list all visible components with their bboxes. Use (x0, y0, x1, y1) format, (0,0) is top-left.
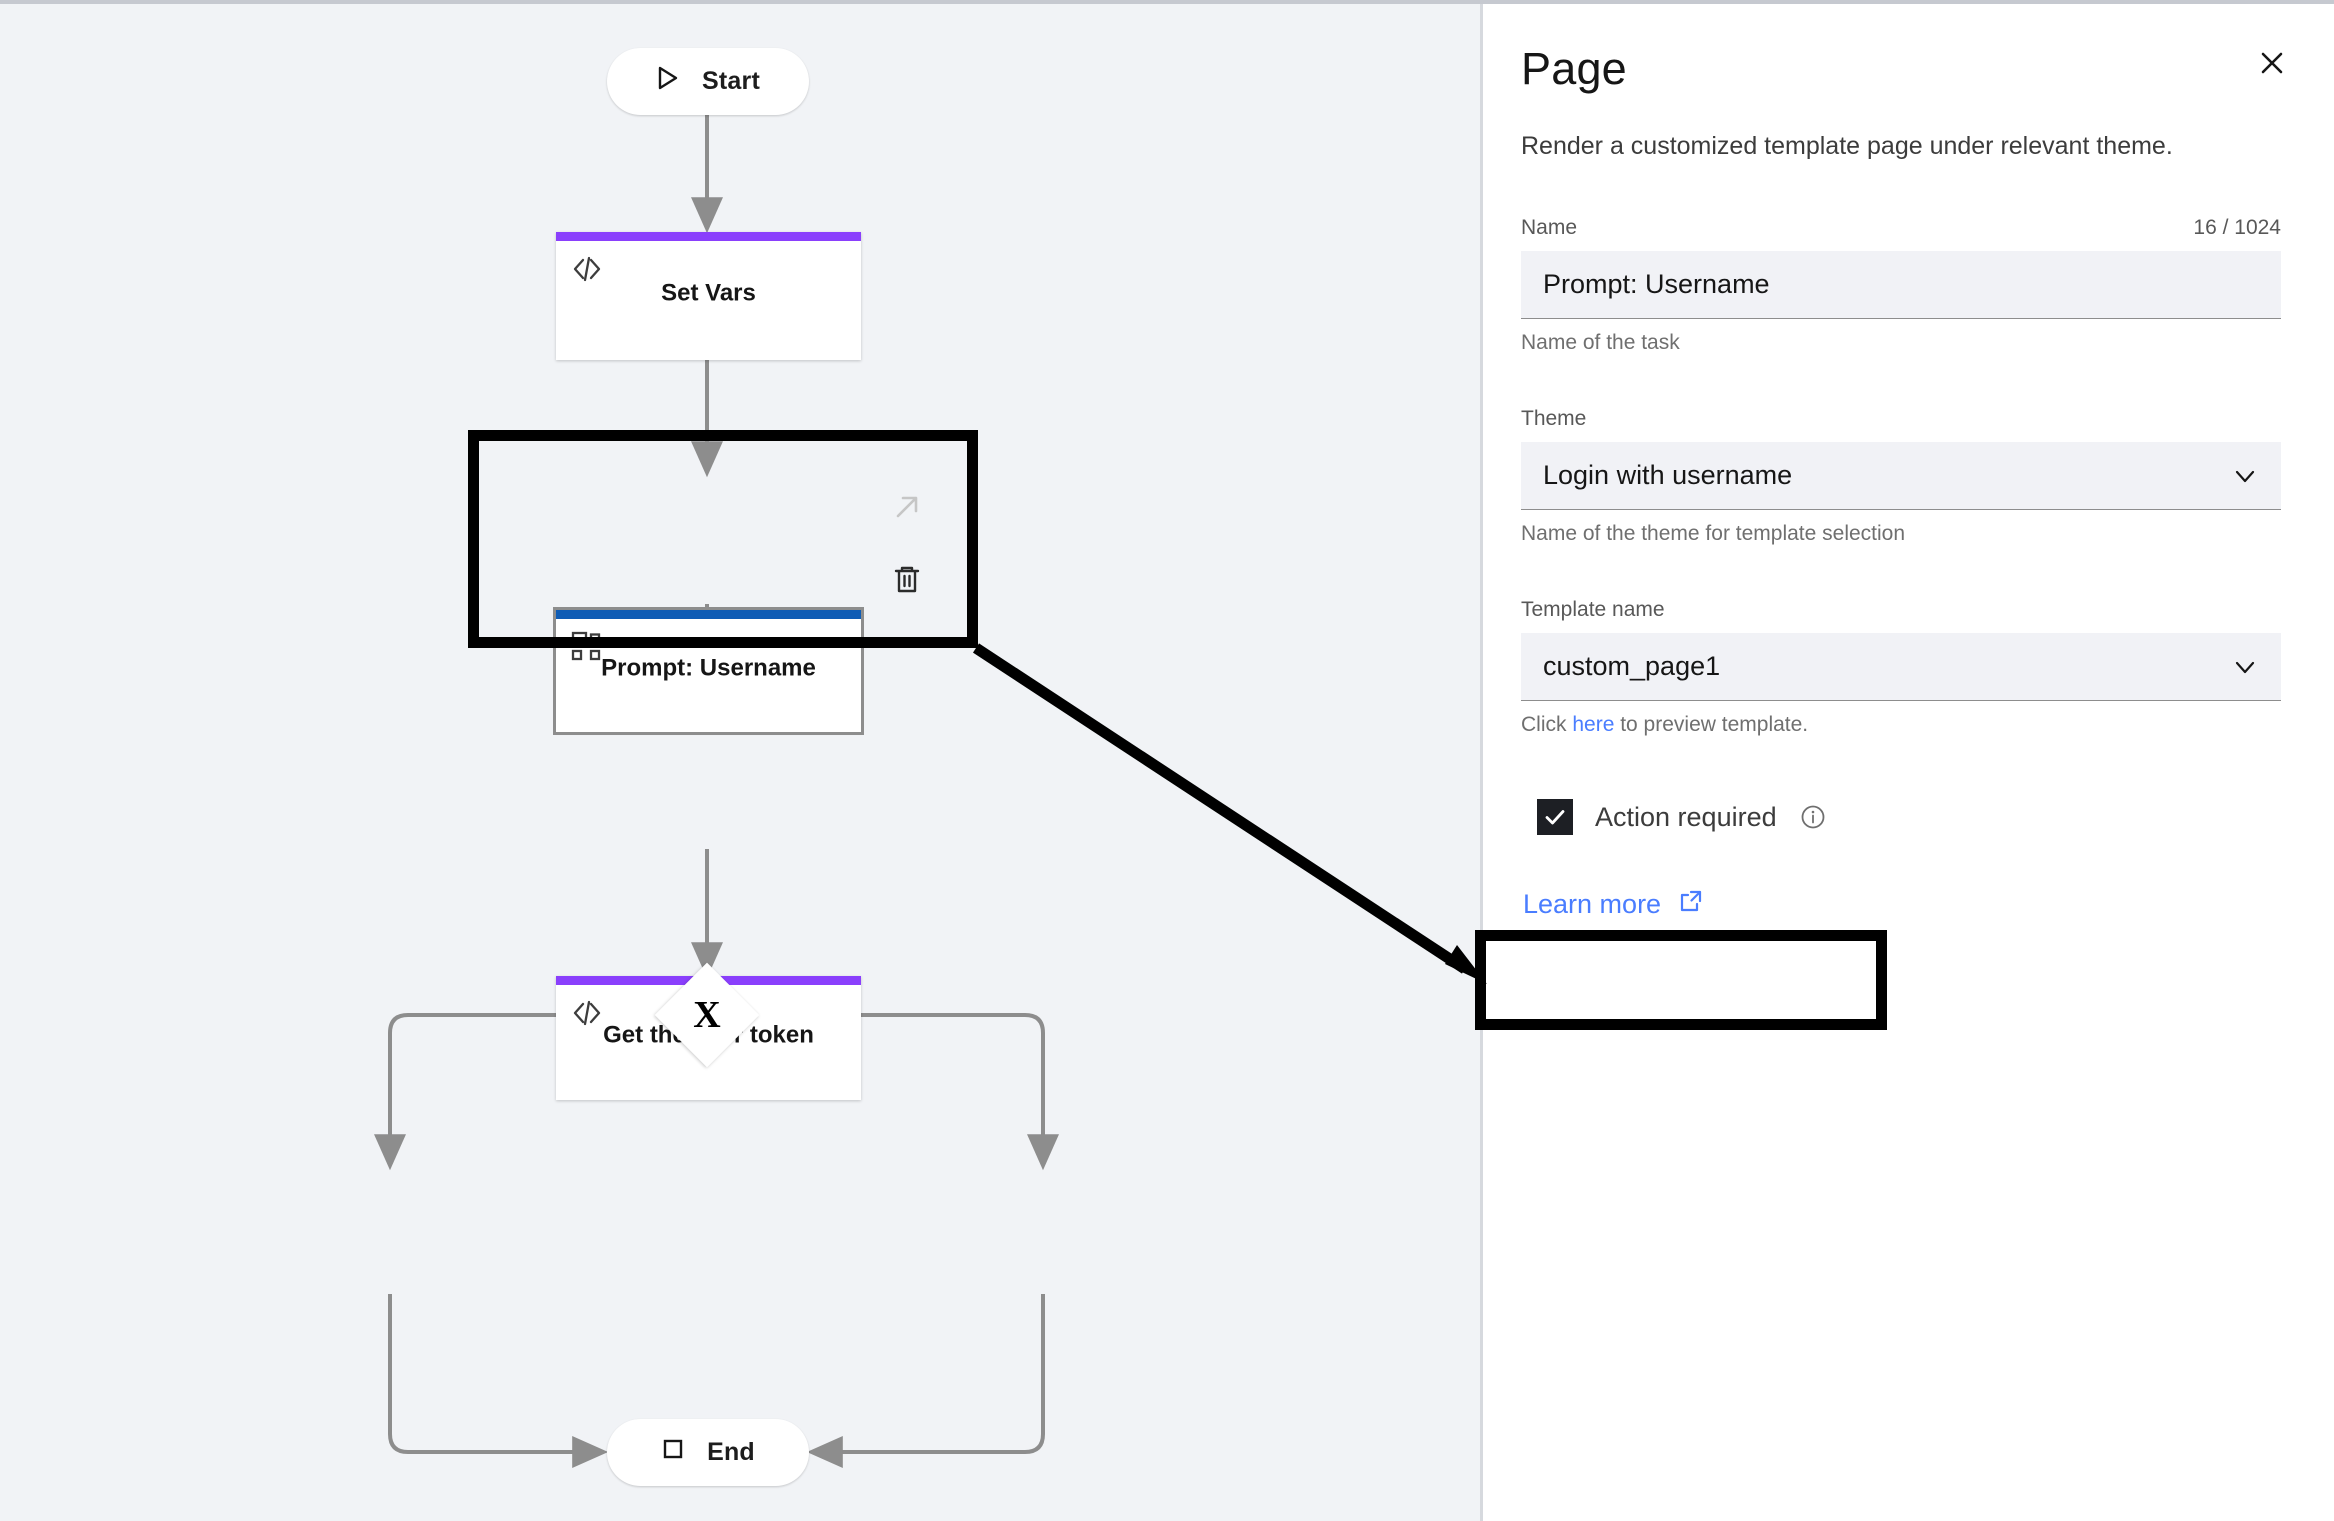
template-label: Template name (1521, 598, 1665, 621)
learn-more-label: Learn more (1523, 889, 1662, 919)
node-start[interactable]: Start (607, 48, 809, 115)
action-required-row[interactable]: Action required (1521, 783, 1909, 851)
annotation-highlight-action-required (1475, 930, 1887, 1030)
close-icon[interactable] (2251, 42, 2293, 84)
exclusive-gateway-icon: X (693, 994, 721, 1036)
workflow-canvas[interactable]: Start Set Vars Prompt: Username (0, 4, 1483, 1521)
theme-label: Theme (1521, 407, 1587, 430)
node-set-vars-label: Set Vars (661, 279, 756, 307)
action-required-label: Action required (1595, 801, 1777, 832)
preview-template-link[interactable]: here (1572, 713, 1615, 736)
template-select[interactable]: custom_page1 (1521, 633, 2281, 701)
name-helper: Name of the task (1521, 331, 1680, 354)
stop-icon (661, 1437, 685, 1468)
action-required-checkbox[interactable] (1537, 799, 1573, 835)
code-icon (570, 252, 604, 286)
template-helper-suffix: to preview template. (1614, 713, 1809, 736)
properties-panel: Page Render a customized template page u… (1475, 4, 2331, 1521)
node-set-vars[interactable]: Set Vars (556, 232, 861, 360)
template-select-value: custom_page1 (1543, 651, 1721, 681)
theme-select-value: Login with username (1543, 460, 1793, 490)
theme-select[interactable]: Login with username (1521, 442, 2281, 510)
panel-description: Render a customized template page under … (1521, 132, 2173, 160)
node-action-buttons[interactable] (888, 488, 926, 598)
page-title: Page (1521, 43, 1627, 94)
template-helper: Click here to preview template. (1521, 713, 2281, 737)
node-accent-bar (556, 232, 861, 241)
field-theme: Theme Login with username Name of the th… (1521, 407, 2281, 546)
open-arrow-icon[interactable] (888, 488, 926, 526)
node-start-label: Start (702, 67, 760, 95)
node-accent-bar (556, 610, 861, 619)
name-label: Name (1521, 216, 1578, 239)
external-link-icon (1677, 887, 1705, 922)
node-end-label: End (707, 1438, 755, 1466)
name-input[interactable]: Prompt: Username (1521, 251, 2281, 319)
field-name: Name 16 / 1024 Prompt: Username Name of … (1521, 216, 2281, 355)
theme-helper: Name of the theme for template selection (1521, 522, 1906, 545)
info-icon[interactable] (1799, 803, 1827, 831)
template-helper-prefix: Click (1521, 713, 1573, 736)
trash-icon[interactable] (888, 560, 926, 598)
node-prompt-username[interactable]: Prompt: Username (553, 607, 864, 735)
learn-more-link[interactable]: Learn more (1523, 887, 1705, 922)
name-counter: 16 / 1024 (2193, 216, 2281, 239)
play-icon (656, 65, 680, 98)
name-input-value: Prompt: Username (1543, 269, 1770, 299)
field-template-name: Template name custom_page1 Click here to… (1521, 598, 2281, 737)
node-end[interactable]: End (607, 1419, 809, 1486)
chevron-down-icon (2231, 653, 2259, 681)
code-icon (570, 996, 604, 1030)
node-decision-gateway[interactable]: X (654, 962, 760, 1068)
node-prompt-username-label: Prompt: Username (601, 654, 816, 682)
chevron-down-icon (2231, 462, 2259, 490)
